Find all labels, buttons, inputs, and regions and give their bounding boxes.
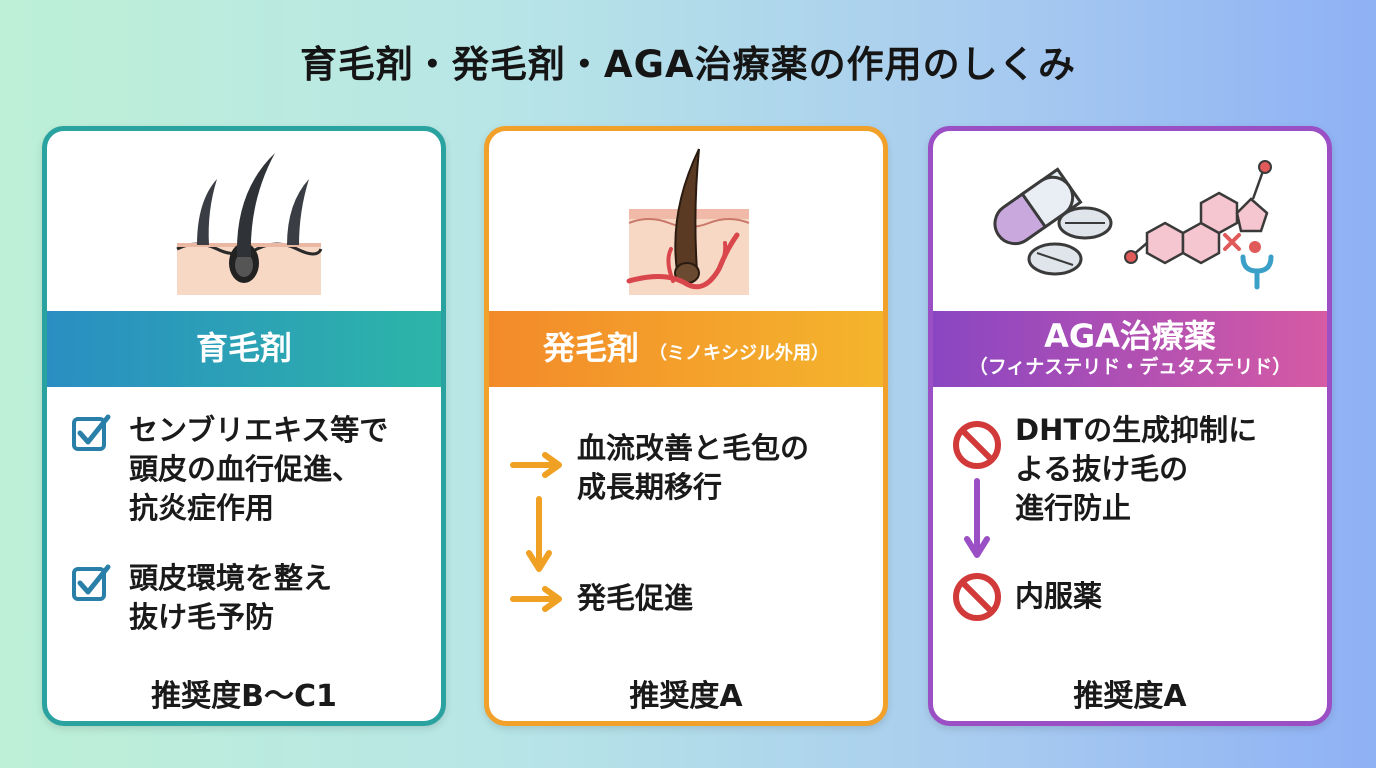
item-text: 頭皮環境を整え 抜け毛予防 [129,559,332,637]
recommendation-grade: 推奨度B〜C1 [151,679,337,714]
item-text: センブリエキス等で 頭皮の血行促進、 抗炎症作用 [129,411,388,528]
item-text: DHTの生成抑制に よる抜け毛の 進行防止 [1015,411,1257,528]
item-line: 進行防止 [1015,491,1132,525]
prohibition-icon [953,421,1001,469]
item-line: 発毛促進 [577,581,694,615]
arrow-right-icon [510,586,562,612]
item-line: 抜け毛予防 [129,600,275,634]
recommendation-grade: 推奨度A [1073,679,1187,714]
card-heading-band: 発毛剤 （ミノキシジル外用） [489,311,883,387]
item-line: よる抜け毛の [1015,452,1189,486]
item-text: 血流改善と毛包の 成長期移行 [577,429,809,507]
card-aga: AGA治療薬 （フィナステリド・デュタステリド） DHTの生成抑制に よる抜け毛… [928,126,1332,726]
page-title: 育毛剤・発毛剤・AGA治療薬の作用のしくみ [299,43,1077,86]
prohibition-icon [953,573,1001,621]
item-text: 内服薬 [1015,577,1102,616]
card-heading: AGA治療薬 [1044,317,1216,355]
item-line: 頭皮の血行促進、 [129,452,362,486]
card-heading: 発毛剤 [542,329,639,368]
item-line: センブリエキス等で [129,413,389,447]
card-hatsumozai: 発毛剤 （ミノキシジル外用） 血流改善と毛包の 成長期移行 発毛促進 推奨度A [484,126,888,726]
item-line: 頭皮環境を整え [129,561,333,595]
card-heading-note: （ミノキシジル外用） [649,343,829,365]
item-text: 発毛促進 [577,579,693,618]
arrow-down-icon [964,478,990,558]
item-line: 血流改善と毛包の [577,431,810,465]
card-heading-sub: （フィナステリド・デュタステリド） [968,356,1292,379]
item-line: 抗炎症作用 [129,491,275,525]
arrow-down-icon [526,496,552,572]
card-ikumozai: 育毛剤 センブリエキス等で 頭皮の血行促進、 抗炎症作用 頭皮環境を整え 抜け毛… [42,126,446,726]
hair-follicle-illustration [176,153,323,295]
item-line: 成長期移行 [577,470,723,504]
checkbox-icon [72,414,111,451]
checkbox-icon [72,564,111,601]
card-heading: 育毛剤 [195,329,292,368]
item-line: 内服薬 [1015,579,1103,613]
card-heading-band: AGA治療薬 （フィナステリド・デュタステリド） [933,311,1327,387]
arrow-right-icon [510,452,562,478]
medicine-illustration [993,160,1274,290]
item-line: DHTの生成抑制に [1015,413,1258,447]
hair-growth-illustration [626,148,750,295]
card-heading-band: 育毛剤 [47,311,441,387]
recommendation-grade: 推奨度A [629,679,743,714]
